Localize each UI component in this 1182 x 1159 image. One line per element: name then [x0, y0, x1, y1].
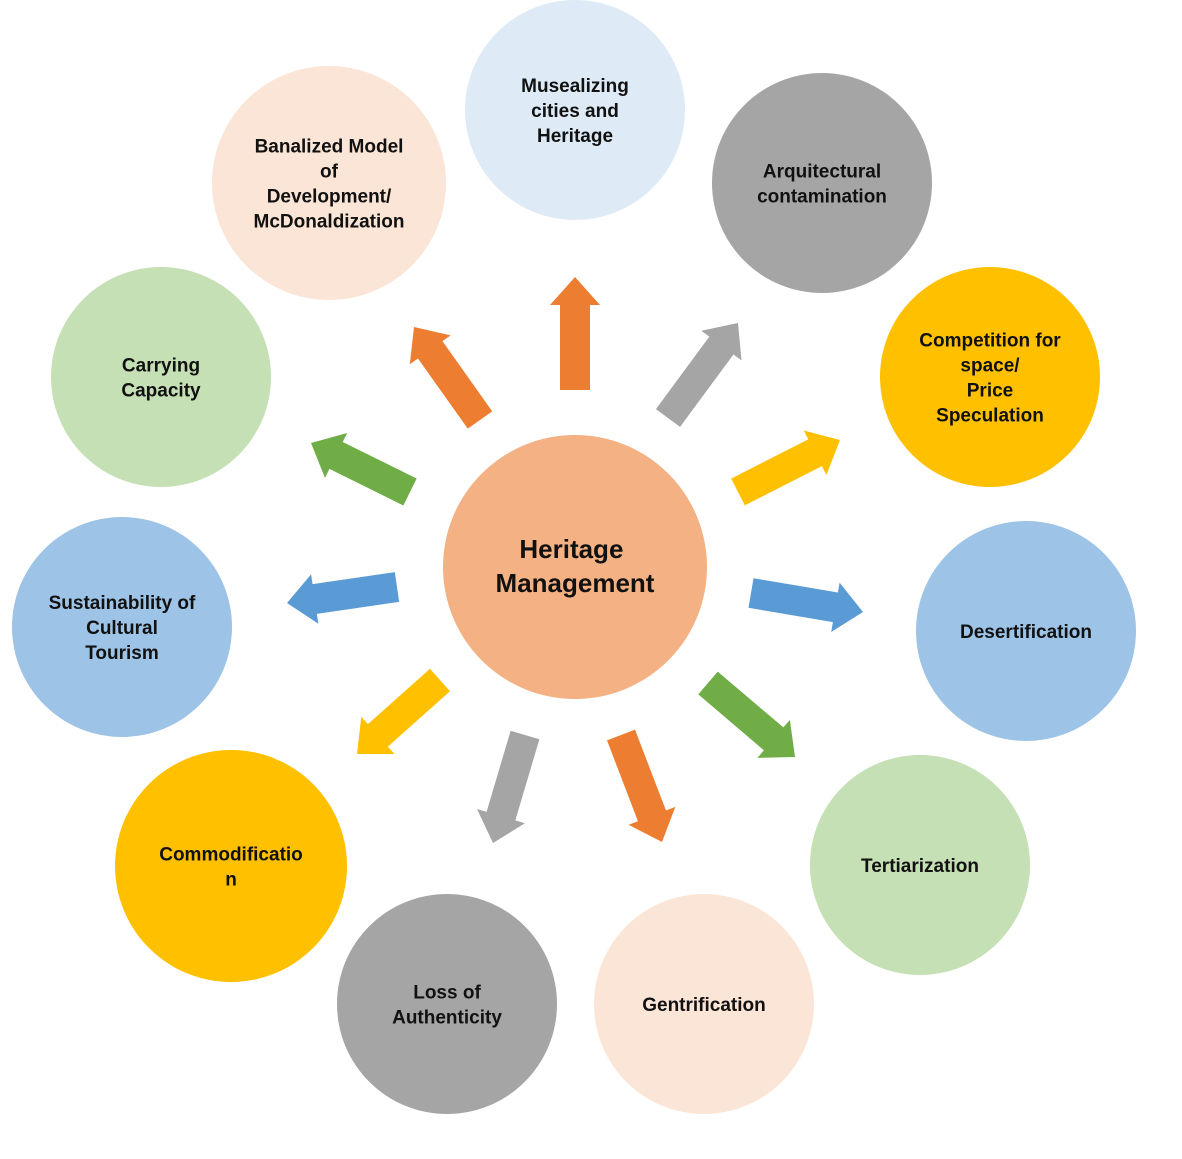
- node-label-arquitectural: Arquitectural contamination: [757, 162, 887, 208]
- node-arquitectural: Arquitectural contamination: [712, 73, 932, 293]
- node-label-tertiarization: Tertiarization: [861, 856, 979, 877]
- node-label-line: Desertification: [960, 622, 1092, 643]
- center-circle: [443, 435, 707, 699]
- arrow-to-tertiarization: [698, 671, 795, 758]
- arrow-to-arquitectural: [655, 323, 742, 427]
- node-label-line: Speculation: [936, 406, 1044, 427]
- node-label-commodification: Commodificatio n: [159, 845, 303, 891]
- node-circle-commodification: [115, 750, 347, 982]
- node-label-line: Price: [967, 381, 1013, 402]
- node-circle-gentrification: [594, 894, 814, 1114]
- node-label-line: Banalized Model: [255, 137, 404, 158]
- node-circle-desertification: [916, 521, 1136, 741]
- arrow-to-competition: [731, 430, 840, 506]
- node-label-line: Commodificatio: [159, 845, 303, 866]
- node-label-line: Musealizing: [521, 76, 629, 97]
- svg-text:Heritage Management: Heritage Management: [496, 534, 655, 598]
- node-label-line: Sustainability of: [49, 593, 196, 614]
- arrow-to-sustainability: [286, 572, 400, 624]
- node-desertification: Desertification: [916, 521, 1136, 741]
- node-label-desertification: Desertification: [960, 622, 1092, 643]
- node-label-line: Tertiarization: [861, 856, 979, 877]
- arrow-to-gentrification: [606, 729, 676, 842]
- node-label-line: Arquitectural: [763, 162, 881, 183]
- center-label-line-1: Heritage: [519, 534, 623, 564]
- center-node: Heritage Management: [443, 435, 707, 699]
- node-circle-tertiarization: [810, 755, 1030, 975]
- node-label-line: of: [320, 162, 339, 183]
- node-label-line: Loss of: [413, 983, 481, 1004]
- node-tertiarization: Tertiarization: [810, 755, 1030, 975]
- node-label-line: Carrying: [122, 356, 200, 377]
- node-circle-loss-of-authenticity: [337, 894, 557, 1114]
- node-label-line: Development/: [267, 187, 392, 208]
- node-label-line: n: [225, 870, 237, 891]
- center-label-line-2: Management: [496, 568, 655, 598]
- node-label-line: Heritage: [537, 126, 613, 147]
- node-gentrification: Gentrification: [594, 894, 814, 1114]
- arrow-to-desertification: [748, 578, 863, 632]
- node-circle-carrying-capacity: [51, 267, 271, 487]
- node-loss-of-authenticity: Loss of Authenticity: [337, 894, 557, 1114]
- arrow-to-commodification: [356, 668, 450, 755]
- node-label-line: space/: [960, 356, 1020, 377]
- node-label-line: contamination: [757, 187, 887, 208]
- node-commodification: Commodificatio n: [115, 750, 347, 982]
- arrow-to-banalized-model: [409, 327, 493, 429]
- node-circle-competition: [880, 267, 1100, 487]
- node-circle-sustainability: [12, 517, 232, 737]
- arrow-to-musealizing: [550, 277, 600, 390]
- node-circle-arquitectural: [712, 73, 932, 293]
- arrow-to-loss-of-authenticity: [476, 730, 540, 843]
- node-label-line: Cultural: [86, 618, 158, 639]
- node-label-line: Authenticity: [392, 1008, 502, 1029]
- node-label-gentrification: Gentrification: [642, 995, 766, 1016]
- node-label-line: cities and: [531, 101, 619, 122]
- node-label-line: Tourism: [85, 643, 159, 664]
- node-label-line: Competition for: [919, 331, 1061, 352]
- node-circle-banalized-model: [212, 66, 446, 300]
- node-label-loss-of-authenticity: Loss of Authenticity: [392, 983, 502, 1029]
- arrows-layer: [286, 277, 863, 843]
- arrow-to-carrying-capacity: [311, 433, 417, 506]
- node-circle-musealizing: [465, 0, 685, 220]
- node-label-line: Gentrification: [642, 995, 766, 1016]
- node-label-line: Capacity: [121, 381, 201, 402]
- node-label-line: McDonaldization: [254, 212, 405, 233]
